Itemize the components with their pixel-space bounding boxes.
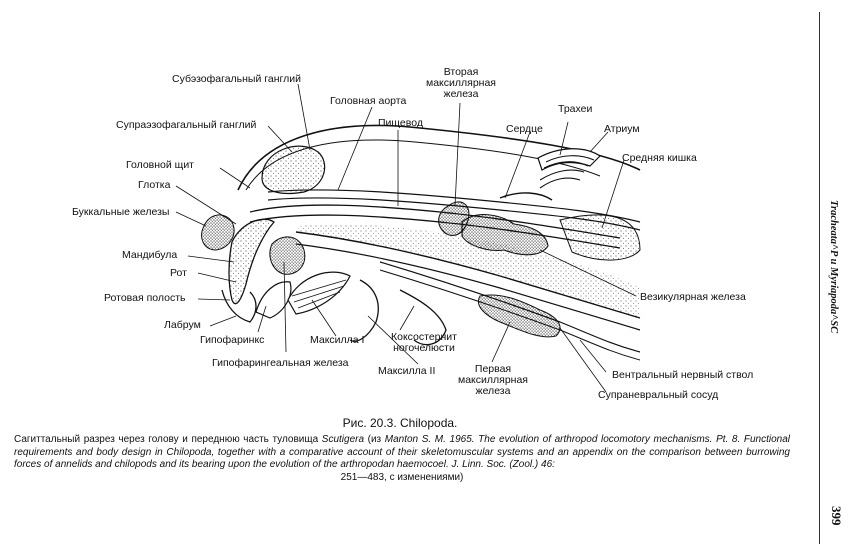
maxilla-1-shape	[287, 271, 351, 315]
heart-shape	[499, 192, 553, 201]
caption-lead: Сагиттальный разрез через голову и перед…	[14, 434, 322, 445]
labrum-shape	[221, 289, 257, 323]
label-ventral-nerve-cord: Вентральный нервный ствол	[612, 369, 754, 381]
label-atrium: Атриум	[604, 123, 640, 135]
label-midgut: Средняя кишка	[622, 152, 697, 164]
label-pharynx: Глотка	[138, 179, 171, 191]
label-oral-cavity: Ротовая полость	[104, 292, 186, 304]
label-second-maxillary-gland: Вторая максиллярная железа	[426, 66, 496, 100]
label-buccal-glands: Буккальные железы	[72, 206, 170, 218]
caption-pages: 251—483	[340, 471, 385, 483]
midgut-shape	[559, 214, 641, 261]
label-head-aorta: Головная аорта	[330, 95, 407, 107]
page-number: 399	[829, 506, 844, 526]
second-maxillary-gland-shape	[438, 201, 470, 236]
label-coxosternite: Коксостернит ногочелюсти	[391, 331, 457, 354]
supraesophageal-ganglion-shape	[261, 145, 326, 195]
label-supraneural-vessel: Супраневральный сосуд	[598, 389, 719, 401]
label-supraesophageal-ganglion: Супраэзофагальный ганглий	[116, 119, 257, 131]
mandible-shape	[228, 218, 275, 305]
margin-rule	[819, 12, 820, 544]
label-tracheae: Трахеи	[558, 103, 593, 115]
label-maxilla-1: Максилла I	[310, 334, 365, 346]
label-head-shield: Головной щит	[126, 159, 194, 171]
hypopharyngeal-gland-shape	[269, 236, 306, 275]
label-mouth: Рот	[170, 267, 187, 279]
figure: Субэзофагальный ганглий Головная аорта В…	[72, 66, 754, 401]
running-header: Tracheata^P и Myriapoda^SC	[828, 200, 839, 334]
body-fill	[296, 224, 640, 318]
leader-lines	[175, 83, 637, 393]
figure-caption: Сагиттальный разрез через голову и перед…	[14, 434, 790, 484]
caption-genus: Scutigera	[321, 434, 365, 445]
sagittal-section-drawing	[175, 83, 641, 393]
caption-from: (из	[364, 434, 385, 445]
label-labrum: Лабрум	[164, 319, 201, 331]
label-vesicular-gland: Везикулярная железа	[640, 291, 746, 303]
label-maxilla-2: Максилла II	[378, 365, 436, 377]
label-hypopharyngeal-gland: Гипофарингеальная железа	[212, 357, 349, 369]
coxosternite-shape	[399, 289, 447, 346]
caption-reference: Manton S. M. 1965. The evolution of arth…	[14, 434, 791, 470]
label-hypopharynx: Гипофаринкс	[200, 334, 265, 346]
label-esophagus: Пищевод	[378, 117, 423, 129]
caption-tail: , с изменениями)	[384, 471, 464, 483]
label-heart: Сердце	[506, 123, 543, 135]
maxilla-2-shape	[349, 279, 379, 342]
figure-number: Рис. 20.3. Chilopoda.	[342, 416, 458, 430]
label-mandible: Мандибула	[122, 249, 178, 261]
buccal-glands-shape	[201, 214, 235, 251]
label-first-maxillary-gland: Первая максиллярная железа	[458, 363, 528, 397]
first-maxillary-gland-shape	[478, 294, 561, 338]
label-subesophageal-ganglion: Субэзофагальный ганглий	[172, 73, 301, 85]
head-aorta-tube	[267, 189, 641, 223]
hypopharynx-shape	[255, 281, 292, 319]
